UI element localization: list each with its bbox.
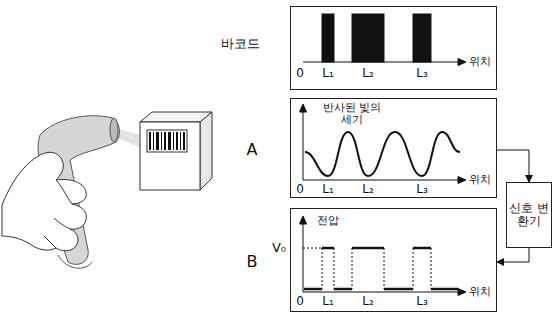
axis-label: 위치 xyxy=(469,174,491,186)
axis-tick: L₃ xyxy=(416,295,428,308)
voltage-level: V₀ xyxy=(272,241,286,255)
axis-tick: L₃ xyxy=(416,67,428,80)
hand xyxy=(2,152,86,251)
product-box xyxy=(140,112,212,190)
panel-letter: B xyxy=(247,253,258,271)
signal-converter: 신호 변환기 xyxy=(506,182,552,248)
intensity-graph xyxy=(300,104,467,184)
axis-tick: L₂ xyxy=(362,295,374,308)
box-barcode xyxy=(149,132,185,150)
barcode-graph xyxy=(303,14,466,66)
signal-arrow xyxy=(497,248,529,262)
axis-label: 위치 xyxy=(469,56,491,68)
converter-label: 신호 변환기 xyxy=(509,202,549,228)
axis-tick: L₁ xyxy=(322,295,334,308)
signal-arrow xyxy=(497,150,529,182)
panel-letter: A xyxy=(247,141,258,159)
axis-origin: 0 xyxy=(296,67,304,80)
voltage-graph xyxy=(300,216,467,296)
voltage-panel: B전압V₀0L₁L₂L₃위치 xyxy=(290,208,497,312)
axis-tick: L₂ xyxy=(362,67,374,80)
axis-title: 전압 xyxy=(317,215,339,227)
intensity-panel: A반사된 빛의 세기0L₁L₂L₃위치 xyxy=(290,98,497,198)
axis-tick: L₁ xyxy=(322,67,334,80)
axis-tick: L₂ xyxy=(362,183,374,196)
axis-title: 반사된 빛의 세기 xyxy=(321,102,383,126)
axis-tick: L₃ xyxy=(416,183,428,196)
axis-tick: L₁ xyxy=(322,183,334,196)
axis-origin: 0 xyxy=(296,183,304,196)
axis-origin: 0 xyxy=(296,295,304,308)
axis-label: 위치 xyxy=(469,286,491,298)
panel-title: 바코드 xyxy=(221,37,260,51)
barcode-panel: 바코드0L₁L₂L₃위치 xyxy=(290,6,497,90)
